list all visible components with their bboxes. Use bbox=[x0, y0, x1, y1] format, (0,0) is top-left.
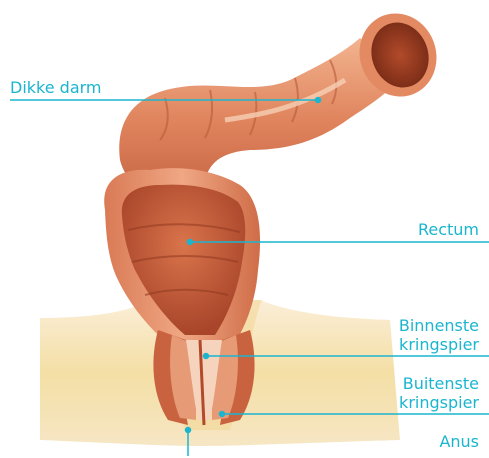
label-binnenste-line1: Binnenste bbox=[399, 316, 479, 335]
sphincter-illustration bbox=[153, 330, 254, 425]
colon-marker bbox=[316, 98, 321, 103]
label-buitenste-line2: kringspier bbox=[399, 393, 479, 412]
label-dikke-darm: Dikke darm bbox=[10, 78, 102, 97]
anus-marker bbox=[186, 428, 191, 433]
label-rectum: Rectum bbox=[418, 220, 479, 239]
rectum-marker bbox=[188, 240, 193, 245]
label-anus: Anus bbox=[439, 432, 479, 451]
label-binnenste-kringspier: Binnenste kringspier bbox=[399, 316, 479, 354]
label-buitenste-kringspier: Buitenste kringspier bbox=[399, 374, 479, 412]
internal-marker bbox=[204, 354, 209, 359]
external-marker bbox=[220, 412, 225, 417]
label-binnenste-line2: kringspier bbox=[399, 335, 479, 354]
label-buitenste-line1: Buitenste bbox=[399, 374, 479, 393]
